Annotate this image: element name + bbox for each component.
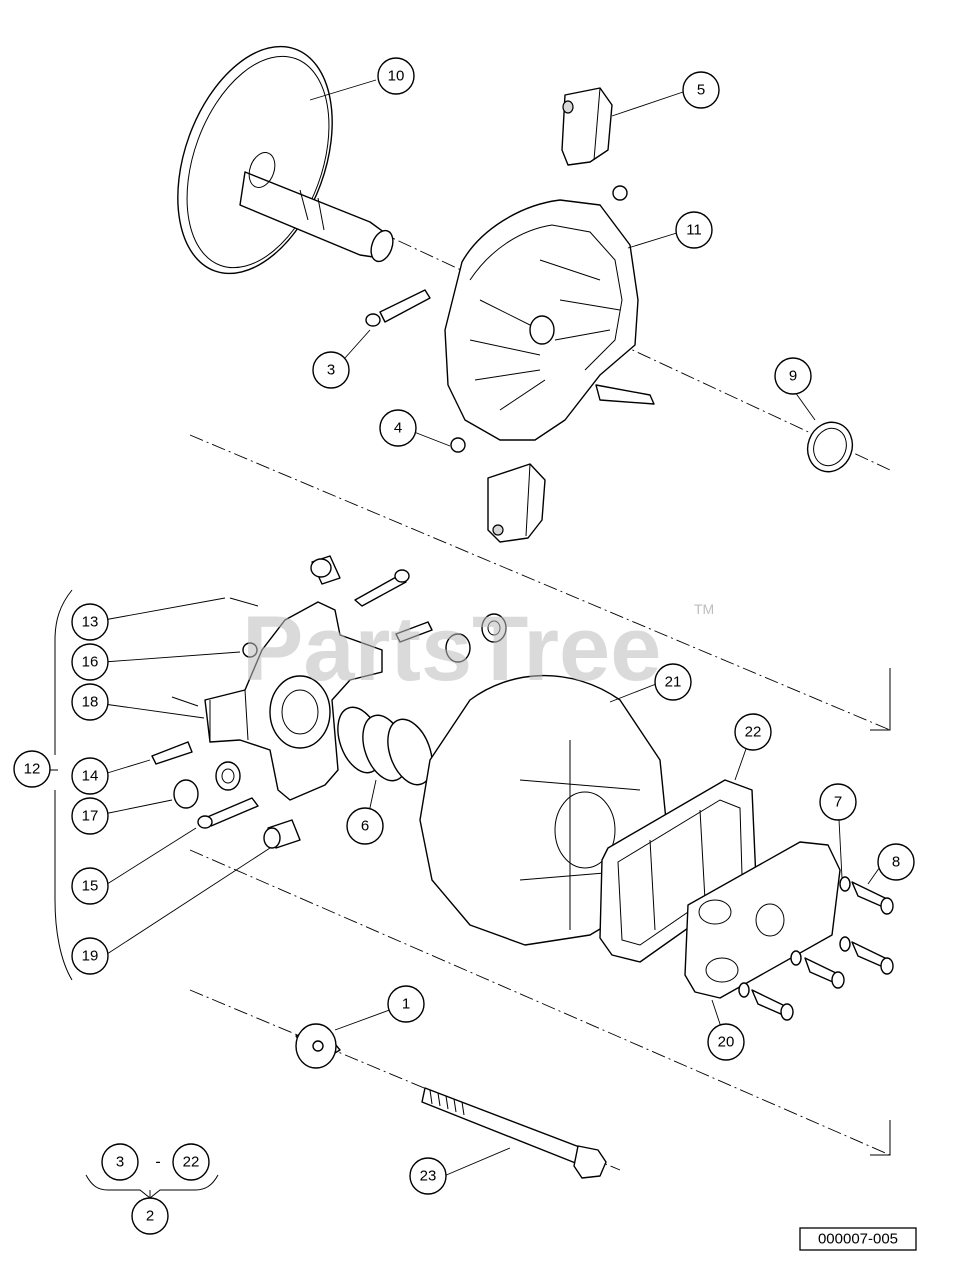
weight-upper-part [561, 87, 613, 166]
callout-22: 22 [734, 713, 772, 751]
callout-5: 5 [682, 71, 720, 109]
long-bolt-part [421, 1087, 607, 1179]
drive-sheave-part [177, 45, 394, 275]
callout-1: 1 [387, 985, 425, 1023]
svg-text:12: 12 [24, 761, 41, 778]
svg-text:20: 20 [718, 1034, 735, 1051]
callout-13: 13 [71, 603, 109, 641]
callouts: 10 5 11 3 9 4 13 16 21 18 22 12 14 7 17 … [13, 57, 915, 1235]
svg-text:22: 22 [745, 724, 762, 741]
callout-10: 10 [377, 57, 415, 95]
axis-line-section-bottom [189, 849, 891, 1156]
diagram-reference: 000007-005 [799, 1227, 917, 1251]
callout-17: 17 [71, 797, 109, 835]
callout-18: 18 [71, 683, 109, 721]
watermark-text: PartsTree [242, 598, 661, 700]
svg-text:3: 3 [116, 1154, 124, 1171]
callout-4: 4 [379, 409, 417, 447]
svg-text:10: 10 [388, 68, 405, 85]
callout-20: 20 [707, 1023, 745, 1061]
callout-11: 11 [675, 211, 713, 249]
svg-text:1: 1 [402, 996, 410, 1013]
callout-21: 21 [654, 663, 692, 701]
sheave-housing-part [365, 185, 655, 453]
svg-text:18: 18 [82, 694, 99, 711]
svg-text:3: 3 [327, 362, 335, 379]
svg-text:22: 22 [183, 1154, 200, 1171]
watermark-tm: TM [694, 601, 714, 617]
o-ring-part [806, 421, 854, 473]
callout-15: 15 [71, 867, 109, 905]
callout-12: 12 [13, 750, 51, 788]
assembly-bracket-right-top [870, 668, 891, 731]
callout-14: 14 [71, 757, 109, 795]
svg-text:11: 11 [686, 222, 702, 239]
svg-text:8: 8 [892, 854, 900, 871]
svg-text:7: 7 [834, 794, 842, 811]
svg-text:14: 14 [82, 768, 99, 785]
cover-plate-part [684, 841, 841, 999]
callout-19: 19 [71, 937, 109, 975]
callout-7: 7 [819, 783, 857, 821]
svg-text:000007-005: 000007-005 [818, 1231, 898, 1248]
svg-text:21: 21 [665, 674, 682, 691]
callout-kit-2: 2 [131, 1197, 169, 1235]
callout-8: 8 [877, 843, 915, 881]
callout-16: 16 [71, 643, 109, 681]
callout-23: 23 [409, 1157, 447, 1195]
svg-text:5: 5 [697, 82, 705, 99]
callout-6: 6 [346, 807, 384, 845]
svg-text:6: 6 [361, 818, 369, 835]
svg-text:17: 17 [82, 808, 99, 825]
svg-text:9: 9 [789, 368, 797, 385]
svg-text:23: 23 [420, 1168, 437, 1185]
callout-range-to: 22 [172, 1143, 210, 1181]
callout-range-from: 3 [101, 1143, 139, 1181]
cover-bolts-part [738, 876, 894, 1021]
svg-text:19: 19 [82, 948, 99, 965]
svg-text:4: 4 [394, 420, 402, 437]
spider-assembly-part [151, 555, 507, 849]
svg-text:2: 2 [146, 1208, 154, 1225]
svg-text:13: 13 [82, 614, 99, 631]
axis-line-section-top [189, 434, 891, 731]
svg-text:15: 15 [82, 878, 99, 895]
assembly-bracket-right-bottom [870, 1120, 891, 1156]
range-separator: - [155, 1154, 160, 1171]
callout-3: 3 [312, 351, 350, 389]
callout-9: 9 [774, 357, 812, 395]
weight-lower-part [487, 463, 546, 543]
spring-part [337, 706, 433, 786]
svg-text:16: 16 [82, 654, 99, 671]
spacer-washer-part [295, 1023, 341, 1069]
